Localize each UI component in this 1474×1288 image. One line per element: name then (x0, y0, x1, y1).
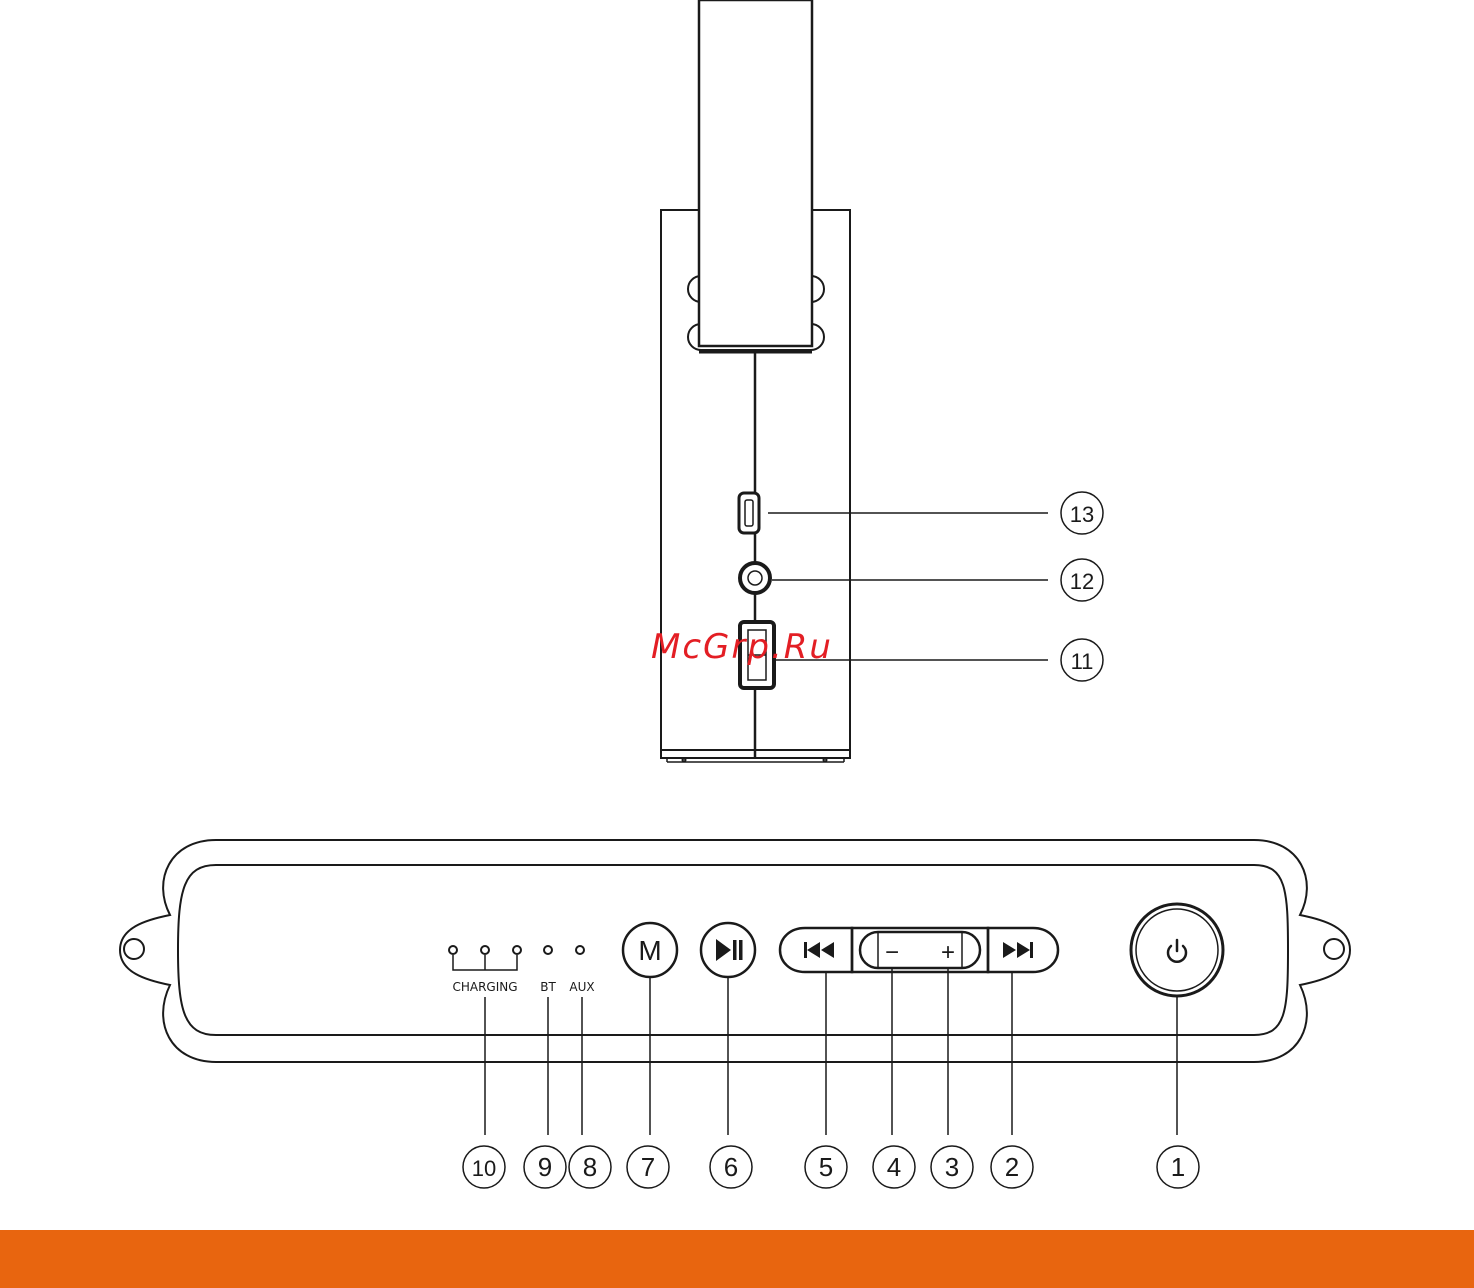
callout-4: 4 (887, 1152, 901, 1182)
watermark: McGrp.Ru (651, 627, 833, 667)
callout-13: 13 (1070, 502, 1094, 527)
next-track-icon (1003, 942, 1033, 958)
charging-led-3 (513, 946, 521, 954)
lug-hole-left (124, 939, 144, 959)
charging-label: CHARGING (452, 980, 517, 994)
mode-button-letter: M (638, 935, 661, 966)
volume-rocker-outer (852, 928, 988, 972)
aux-led (576, 946, 584, 954)
aux-jack-icon (740, 563, 770, 593)
play-pause-icon (716, 939, 743, 961)
volume-plus-label: + (941, 939, 955, 966)
callout-5: 5 (819, 1152, 833, 1182)
callout-3: 3 (945, 1152, 959, 1182)
aux-label: AUX (569, 980, 594, 994)
micro-usb-port-icon (739, 493, 759, 533)
callout-11: 11 (1071, 649, 1094, 674)
callout-1: 1 (1171, 1152, 1185, 1182)
charging-led-2 (481, 946, 489, 954)
callout-12: 12 (1070, 569, 1094, 594)
bt-label: BT (540, 980, 556, 994)
callout-9: 9 (538, 1152, 552, 1182)
speaker-top-panel (120, 492, 1350, 1188)
callout-2: 2 (1005, 1152, 1019, 1182)
callout-10: 10 (472, 1156, 496, 1181)
footer-bar (0, 1230, 1474, 1288)
bt-led (544, 946, 552, 954)
charging-bracket (453, 955, 517, 970)
lug-hole-right (1324, 939, 1344, 959)
callout-8: 8 (583, 1152, 597, 1182)
carry-strap (699, 0, 812, 346)
volume-minus-label: − (885, 939, 899, 966)
callout-7: 7 (641, 1152, 655, 1182)
charging-led-1 (449, 946, 457, 954)
speaker-diagram: M − + CHARGING BT AUX 13 12 11 10 9 8 7 … (0, 0, 1474, 1230)
previous-track-icon (804, 942, 834, 958)
power-icon (1168, 940, 1186, 962)
callout-6: 6 (724, 1152, 738, 1182)
